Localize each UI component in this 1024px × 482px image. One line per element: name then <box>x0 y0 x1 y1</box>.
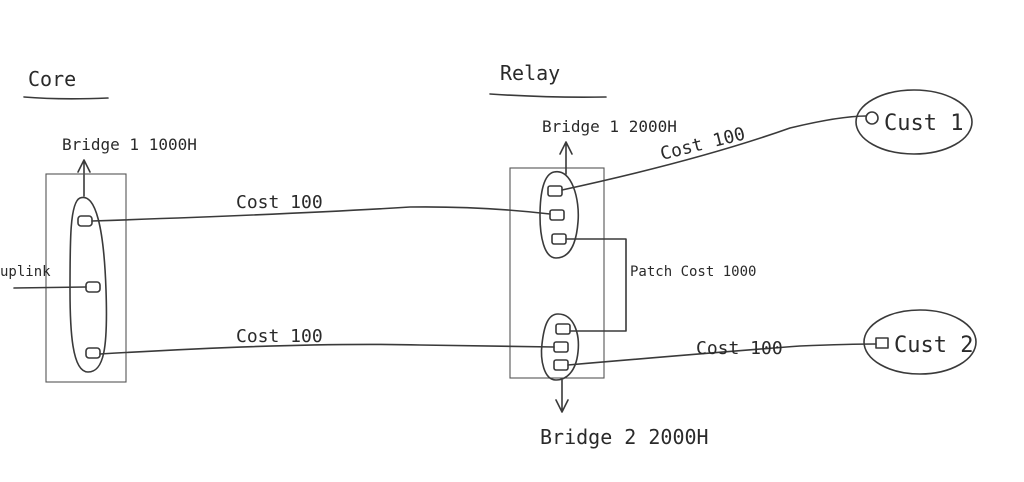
relay-b2-port3 <box>553 359 569 371</box>
relay-bridge1-label: Bridge 1 2000H <box>542 117 677 136</box>
cust1-port <box>865 111 879 125</box>
relay-bridge2-oval <box>540 313 580 381</box>
core-port-uplink <box>85 281 101 293</box>
link-core-relay-top <box>91 206 551 222</box>
relay-bridge2-label: Bridge 2 2000H <box>540 425 709 449</box>
relay-b1-port2 <box>549 209 565 221</box>
core-bridge-arrow <box>77 159 91 197</box>
core-bridge-label: Bridge 1 1000H <box>62 135 197 154</box>
link-patch <box>565 238 627 332</box>
cust1-label: Cust 1 <box>884 111 963 136</box>
link-relay-cust1 <box>561 115 867 191</box>
relay-switch-box <box>509 167 605 379</box>
cust2-port <box>875 337 889 349</box>
link-relay-cust2 <box>567 343 877 366</box>
relay-b1-port3 <box>551 233 567 245</box>
core-port-top <box>77 215 93 227</box>
link-core-relay-bottom <box>99 343 555 355</box>
uplink-line <box>13 286 87 289</box>
link-core-relay-bottom-label: Cost 100 <box>236 326 323 347</box>
relay-bridge1-arrow <box>559 141 573 175</box>
uplink-label: uplink <box>0 264 51 280</box>
relay-underline <box>489 93 607 98</box>
core-heading: Core <box>28 67 76 91</box>
cust2-label: Cust 2 <box>894 333 973 358</box>
cust1-ellipse <box>855 89 973 155</box>
relay-b1-port1 <box>547 185 563 197</box>
link-patch-label: Patch Cost 1000 <box>630 264 756 280</box>
relay-heading: Relay <box>500 61 560 85</box>
core-switch-box <box>45 173 127 383</box>
core-underline <box>23 96 109 100</box>
cust2-ellipse <box>863 309 977 375</box>
core-bridge-oval <box>69 196 108 373</box>
link-core-relay-top-label: Cost 100 <box>236 192 323 213</box>
relay-bridge2-arrow <box>555 379 569 413</box>
relay-bridge1-oval <box>539 171 580 259</box>
relay-b2-port1 <box>555 323 571 335</box>
core-port-bottom <box>85 347 101 359</box>
relay-b2-port2 <box>553 341 569 353</box>
link-relay-cust2-label: Cost 100 <box>696 338 783 359</box>
